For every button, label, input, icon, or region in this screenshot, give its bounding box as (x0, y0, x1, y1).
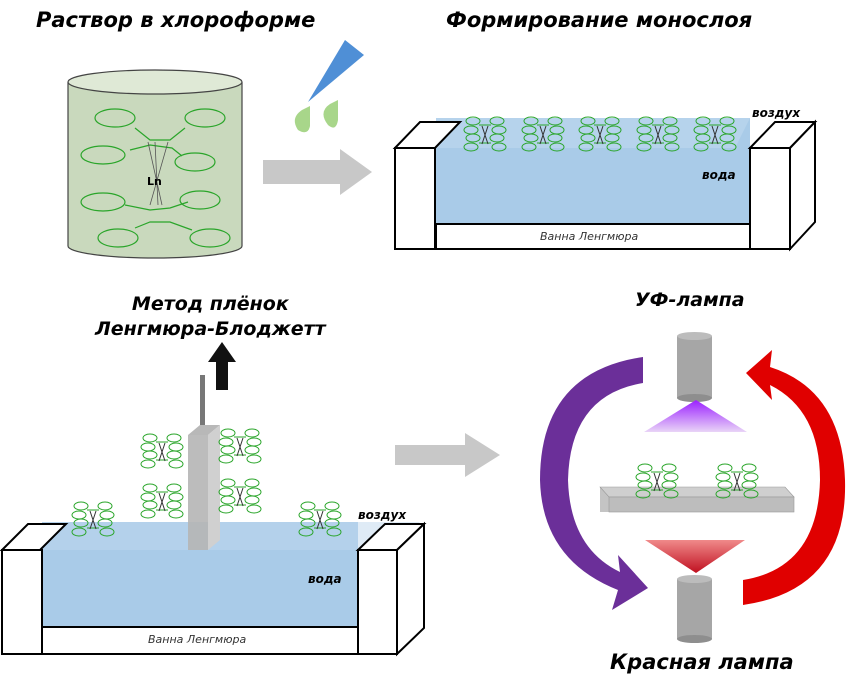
sandwich-complex-molecule (80, 108, 231, 248)
uv-lamp-title: УФ-лампа (635, 289, 745, 311)
drop-icon (294, 106, 310, 133)
sample-substrate (599, 486, 795, 513)
process-arrow (263, 149, 372, 195)
lb-method-title: Метод плёнок Ленгмюра-Блоджетт (95, 292, 326, 342)
molecule-icon (218, 478, 262, 514)
metal-label: Ln (147, 175, 162, 188)
water-label: вода (308, 572, 342, 586)
monolayer-title: Формирование монослоя (446, 8, 753, 32)
uv-lamp-icon (677, 332, 712, 402)
dipper-rod (200, 375, 205, 430)
process-arrow (395, 433, 500, 477)
molecule-icon (140, 433, 184, 469)
lb-title-line-2: Ленгмюра-Блоджетт (95, 318, 326, 340)
substrate-slide (188, 435, 208, 550)
substrate-slide-side (208, 425, 220, 550)
red-cycle-arrow (743, 350, 846, 605)
air-label: воздух (358, 508, 407, 522)
red-light-beam (645, 540, 745, 573)
molecule-icon (140, 483, 184, 519)
solution-title: Раствор в хлороформе (36, 8, 316, 32)
lb-title-line-1: Метод плёнок (131, 293, 289, 315)
red-lamp-title: Красная лампа (610, 650, 794, 674)
uv-light-beam (644, 400, 747, 432)
pipette-icon (308, 40, 364, 102)
substrate-slide (188, 425, 220, 435)
langmuir-trough-bottom (0, 521, 427, 657)
air-label: воздух (752, 106, 801, 120)
red-lamp-icon (677, 575, 712, 643)
drop-icon (323, 100, 338, 128)
molecule-icon (218, 428, 262, 464)
metal-bonds (147, 141, 169, 206)
bath-label: Ванна Ленгмюра (148, 633, 247, 646)
water-label: вода (702, 168, 736, 182)
uv-cycle-arrow (540, 357, 648, 610)
bath-label: Ванна Ленгмюра (540, 230, 639, 243)
withdraw-arrow (208, 342, 236, 390)
